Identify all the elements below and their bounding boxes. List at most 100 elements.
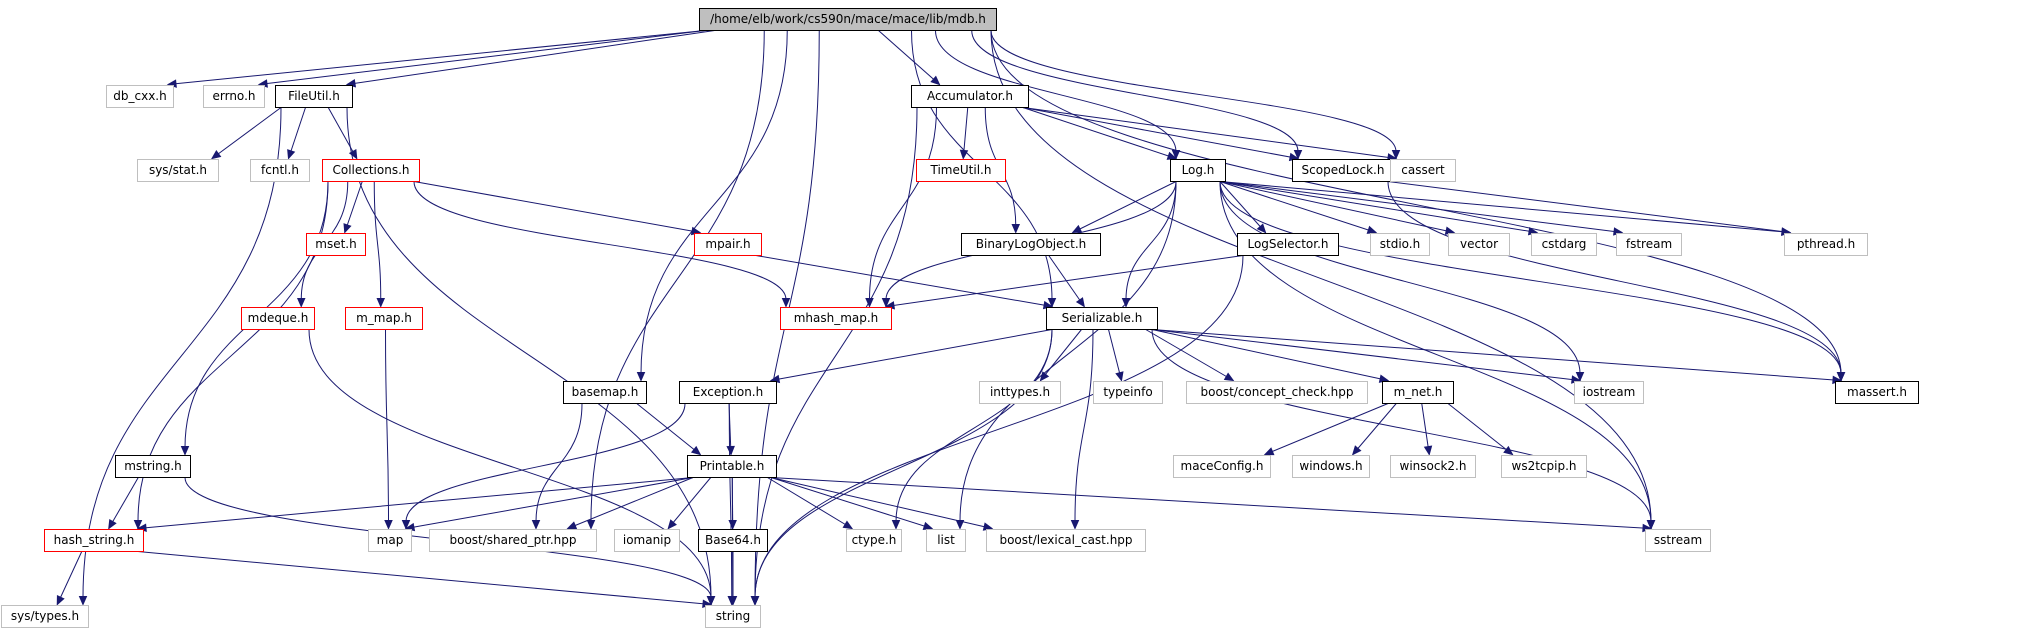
edge-FileUtil-to-sys_types — [82, 107, 282, 598]
node-fcntl: fcntl.h — [250, 158, 310, 182]
node-m-map[interactable]: m_map.h — [345, 306, 423, 330]
node-windows: windows.h — [1292, 454, 1370, 478]
edge-mdb-to-basemap — [640, 30, 788, 374]
edge-FileUtil-to-Collections — [327, 107, 358, 159]
edge-Accumulator-to-cassert — [1022, 107, 1397, 159]
edge-Serializable-to-lexical_cast — [1074, 329, 1094, 522]
arrowhead — [296, 298, 306, 308]
arrowhead — [842, 520, 854, 530]
node-iomanip: iomanip — [614, 528, 680, 552]
node-label: boost/lexical_cast.hpp — [999, 533, 1133, 547]
edge-Log-to-Serializable — [1125, 181, 1177, 300]
arrowhead — [133, 520, 143, 530]
edge-Serializable-to-typeinfo — [1108, 329, 1122, 381]
edge-Serializable-to-m_net — [1151, 329, 1389, 381]
edge-Printable-to-iomanip — [667, 477, 712, 529]
arrowhead — [1293, 150, 1303, 160]
node-pthread: pthread.h — [1784, 232, 1868, 256]
edge-mdb-to-sstream — [990, 30, 1652, 522]
node-label: mstring.h — [124, 459, 182, 473]
node-errno: errno.h — [203, 84, 265, 108]
node-label: map — [376, 533, 404, 547]
arrowhead — [180, 446, 190, 456]
node-label: winsock2.h — [1399, 459, 1467, 473]
node-label: cstdarg — [1541, 237, 1587, 251]
node-mpair[interactable]: mpair.h — [694, 232, 762, 256]
node-mdb[interactable]: /home/elb/work/cs590n/mace/mace/lib/mdb.… — [699, 7, 997, 31]
node-mhash-map[interactable]: mhash_map.h — [780, 306, 892, 330]
node-m-net[interactable]: m_net.h — [1382, 380, 1454, 404]
edge-Log-to-pthread — [1219, 181, 1791, 233]
edge-m_net-to-winsock2 — [1421, 403, 1430, 455]
arrowhead — [531, 520, 541, 530]
node-mset[interactable]: mset.h — [306, 232, 366, 256]
node-label: LogSelector.h — [1247, 237, 1329, 251]
node-label: typeinfo — [1103, 385, 1153, 399]
node-basemap[interactable]: basemap.h — [563, 380, 647, 404]
arrowhead — [1575, 372, 1585, 382]
edge-m_net-to-windows — [1352, 403, 1397, 455]
arrowhead — [1256, 223, 1267, 234]
node-Exception[interactable]: Exception.h — [679, 380, 777, 404]
node-TimeUtil[interactable]: TimeUtil.h — [916, 158, 1006, 182]
node-Printable[interactable]: Printable.h — [687, 454, 777, 478]
node-Accumulator[interactable]: Accumulator.h — [911, 84, 1029, 108]
node-mstring[interactable]: mstring.h — [115, 454, 191, 478]
edge-ScopedLock-to-massert — [1387, 181, 1842, 374]
arrowhead — [959, 149, 969, 160]
node-label: iomanip — [622, 533, 672, 547]
node-label: sstream — [1653, 533, 1703, 547]
arrowhead — [1836, 372, 1846, 382]
node-label: fstream — [1625, 237, 1673, 251]
arrowhead — [1646, 520, 1656, 530]
edge-mdb-to-shared_ptr — [590, 30, 765, 522]
arrowhead — [1351, 445, 1362, 456]
node-string: string — [705, 604, 761, 628]
node-cassert: cassert — [1390, 158, 1456, 182]
arrowhead — [1503, 445, 1514, 456]
node-label: TimeUtil.h — [930, 163, 992, 177]
node-label: sys/stat.h — [148, 163, 208, 177]
node-mdeque[interactable]: mdeque.h — [241, 306, 315, 330]
node-label: inttypes.h — [989, 385, 1051, 399]
node-Collections[interactable]: Collections.h — [322, 158, 420, 182]
node-label: mpair.h — [705, 237, 751, 251]
edge-FileUtil-to-fcntl — [288, 107, 306, 159]
node-ScopedLock[interactable]: ScopedLock.h — [1292, 158, 1394, 182]
edge-Serializable-to-string — [754, 329, 1053, 598]
edge-Log-to-iostream — [1219, 181, 1581, 374]
arrowhead — [1047, 298, 1057, 308]
edge-mdb-to-errno — [258, 30, 706, 85]
arrowhead — [706, 596, 716, 606]
edge-Serializable-to-inttypes — [1040, 329, 1082, 381]
node-Base64[interactable]: Base64.h — [698, 528, 768, 552]
edge-Log-to-BinaryLogObject — [1072, 181, 1177, 233]
node-Log[interactable]: Log.h — [1170, 158, 1226, 182]
node-list: list — [926, 528, 966, 552]
node-FileUtil[interactable]: FileUtil.h — [275, 84, 353, 108]
node-label: m_map.h — [356, 311, 412, 325]
node-label: Collections.h — [332, 163, 410, 177]
node-db-cxx: db_cxx.h — [106, 84, 174, 108]
edge-Serializable-to-iostream — [1151, 329, 1581, 381]
node-hash-string[interactable]: hash_string.h — [44, 528, 144, 552]
node-label: mdeque.h — [247, 311, 309, 325]
arrowhead — [726, 445, 735, 456]
edge-mpair-to-Serializable — [755, 255, 1053, 307]
edge-Printable-to-map — [405, 477, 694, 529]
arrowhead — [1391, 150, 1401, 160]
node-massert[interactable]: massert.h — [1835, 380, 1919, 404]
node-lexical-cast: boost/lexical_cast.hpp — [986, 528, 1146, 552]
node-Serializable[interactable]: Serializable.h — [1046, 306, 1158, 330]
node-BinaryLogObject[interactable]: BinaryLogObject.h — [961, 232, 1101, 256]
node-iostream: iostream — [1574, 380, 1644, 404]
node-LogSelector[interactable]: LogSelector.h — [1237, 232, 1339, 256]
node-label: mhash_map.h — [793, 311, 879, 325]
node-label: ws2tcpip.h — [1511, 459, 1577, 473]
edge-Printable-to-shared_ptr — [567, 477, 694, 529]
edge-basemap-to-Printable — [636, 403, 701, 455]
arrowhead — [401, 520, 411, 530]
node-label: massert.h — [1847, 385, 1907, 399]
edge-mstring-to-hash_string — [108, 477, 139, 529]
